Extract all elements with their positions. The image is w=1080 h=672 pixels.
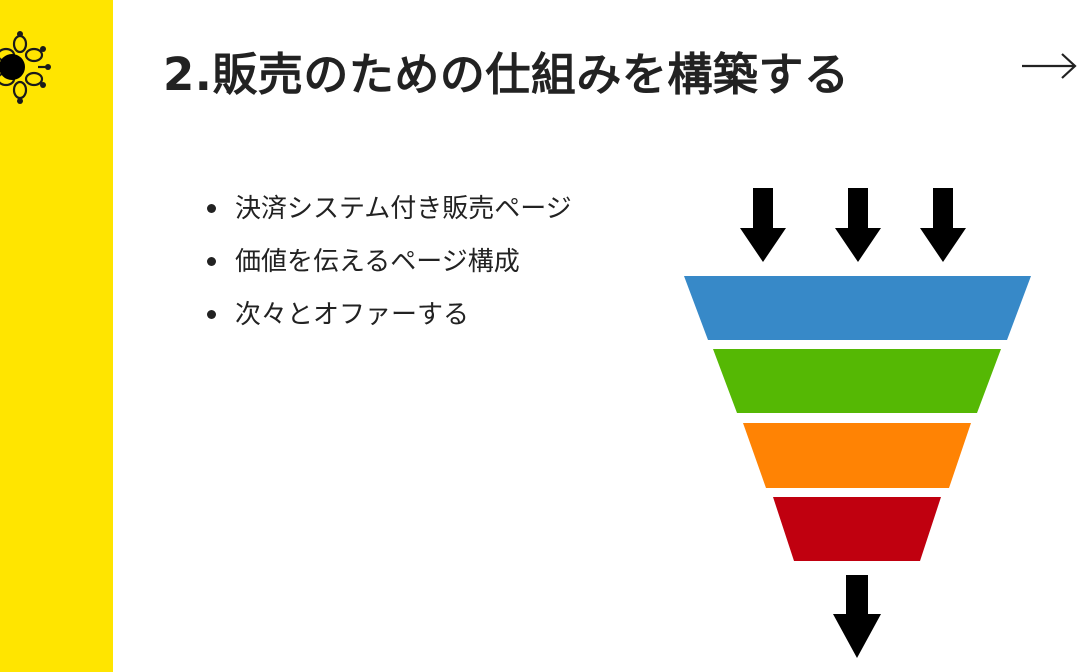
bullet-text: 決済システム付き販売ページ xyxy=(235,194,572,224)
bullet-list: 決済システム付き販売ページ 価値を伝えるページ構成 次々とオファーする xyxy=(205,184,572,343)
funnel-layer-orange xyxy=(743,423,971,488)
funnel-layer-blue xyxy=(684,276,1031,340)
down-arrow-icon xyxy=(920,188,966,262)
bullet-text: 次々とオファーする xyxy=(235,300,470,330)
down-arrow-icon xyxy=(740,188,786,262)
bullet-item: 決済システム付き販売ページ xyxy=(205,184,572,237)
down-arrow-icon xyxy=(835,188,881,262)
slide-title: 2.販売のための仕組みを構築する xyxy=(163,48,850,101)
funnel-layer-green xyxy=(713,349,1001,413)
right-arrow-icon[interactable] xyxy=(1018,46,1080,86)
bullet-dot-icon xyxy=(207,310,216,319)
bullet-text: 価値を伝えるページ構成 xyxy=(235,247,520,277)
sidebar xyxy=(0,0,113,672)
bullet-item: 次々とオファーする xyxy=(205,290,572,343)
flower-logo-icon xyxy=(0,31,51,104)
funnel-layer-red xyxy=(773,497,941,561)
bullet-dot-icon xyxy=(207,257,216,266)
down-arrow-icon xyxy=(833,575,881,658)
bullet-item: 価値を伝えるページ構成 xyxy=(205,237,572,290)
sales-funnel-icon xyxy=(684,188,1031,658)
bullet-dot-icon xyxy=(207,204,216,213)
